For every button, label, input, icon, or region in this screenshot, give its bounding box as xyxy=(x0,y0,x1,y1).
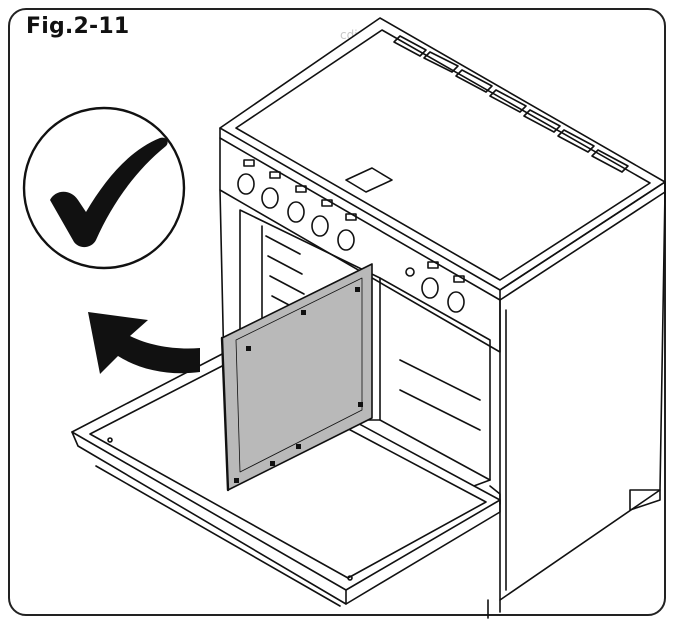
oven-side xyxy=(499,191,666,601)
control-knobs xyxy=(237,173,465,313)
cooktop-vents xyxy=(393,35,629,173)
curved-arrow-icon xyxy=(88,312,200,374)
figure-label: Fig.2-11 xyxy=(26,14,130,39)
checkmark-icon xyxy=(22,106,186,270)
